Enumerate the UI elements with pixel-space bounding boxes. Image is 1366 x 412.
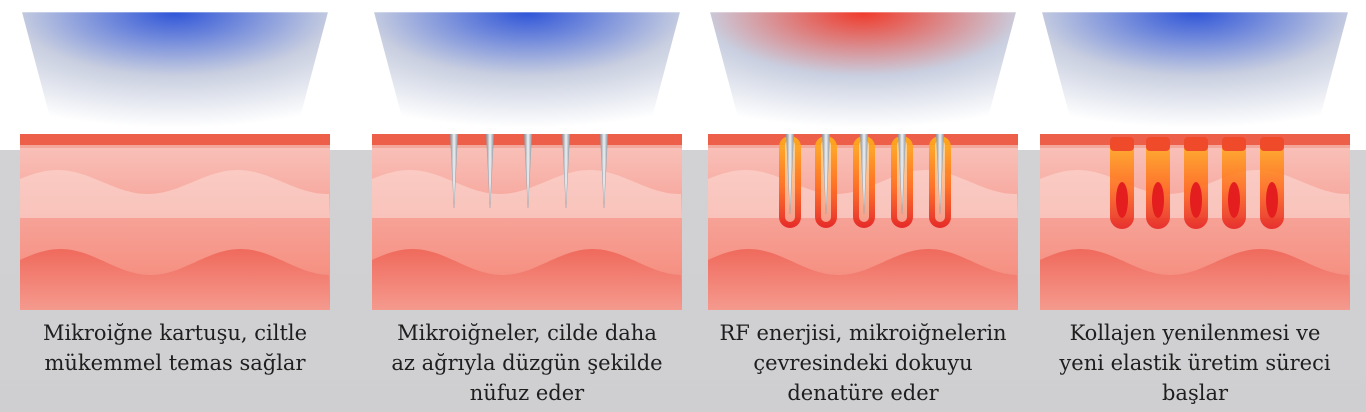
- step-caption: Mikroiğne kartuşu, ciltle mükemmel temas…: [42, 321, 308, 375]
- step-illustration-regeneration: [1040, 11, 1350, 310]
- cartridge-applicator: [374, 12, 680, 134]
- regeneration-core: [1152, 182, 1164, 218]
- cartridge-applicator: [1042, 12, 1348, 134]
- regeneration-core: [1228, 182, 1240, 218]
- step-illustration-contact: [20, 11, 330, 310]
- cartridge-applicator: [710, 12, 1016, 134]
- regeneration-core: [1116, 182, 1128, 218]
- subcutaneous-layer: [372, 249, 682, 310]
- step-caption: Kollajen yenilenmesi ve yeni elastik üre…: [1059, 321, 1331, 405]
- subcutaneous-layer: [1040, 249, 1350, 310]
- regeneration-core: [1190, 182, 1202, 218]
- epidermis: [20, 134, 330, 145]
- subcutaneous-layer: [20, 249, 330, 310]
- regeneration-core: [1266, 182, 1278, 218]
- step-illustration-penetrate: [372, 11, 682, 310]
- dermis-wave: [20, 170, 330, 218]
- subcutaneous-layer: [708, 249, 1018, 310]
- step-panel-penetrate: Mikroiğneler, cilde daha az ağrıyla düzg…: [372, 0, 682, 412]
- step-panel-regeneration: Kollajen yenilenmesi ve yeni elastik üre…: [1040, 0, 1350, 412]
- step-panel-rf: RF enerjisi, mikroiğnelerin çevresindeki…: [708, 0, 1018, 412]
- step-caption: Mikroiğneler, cilde daha az ağrıyla düzg…: [391, 321, 663, 405]
- step-panel-contact: Mikroiğne kartuşu, ciltle mükemmel temas…: [20, 0, 330, 412]
- cartridge-applicator: [22, 12, 328, 134]
- step-caption: RF enerjisi, mikroiğnelerin çevresindeki…: [719, 321, 1007, 405]
- step-illustration-rf: [708, 11, 1018, 310]
